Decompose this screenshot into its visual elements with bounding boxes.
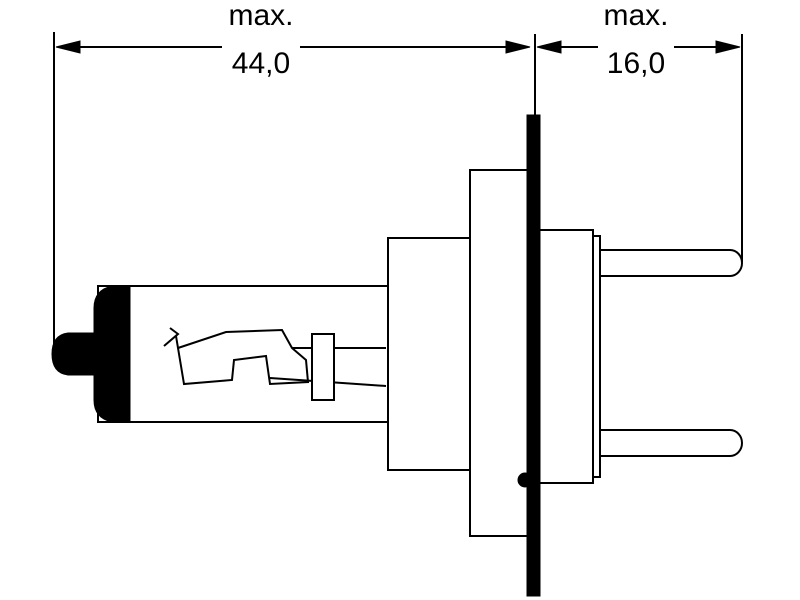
arrowhead-right: [505, 40, 531, 54]
dimension-pin-max-label: max.: [603, 0, 668, 32]
filament-hook: [163, 327, 180, 347]
filament-support-wire: [175, 328, 310, 386]
filament-assembly: [163, 327, 387, 401]
bulb-tip-nipple: [51, 332, 97, 376]
contact-pin-upper: [597, 249, 743, 277]
arrowhead-left: [55, 40, 81, 54]
bulb-tip-cap: [93, 285, 131, 423]
dimension-pin-value: 16,0: [607, 47, 665, 80]
filament-coil: [311, 333, 335, 401]
flange-plate: [526, 114, 541, 597]
dimension-overall-value: 44,0: [232, 47, 290, 80]
base-rear-plate: [536, 229, 594, 484]
bulb-envelope: [97, 285, 389, 423]
dimension-label-mask: [222, 30, 300, 68]
contact-pins: [597, 249, 743, 457]
flange-rivet: [517, 472, 533, 488]
dimension-pin-length: max. 16,0: [534, 0, 743, 262]
dimension-pin-label-mask: [598, 30, 674, 68]
lamp-base: [387, 114, 601, 597]
contact-pin-lower: [597, 429, 743, 457]
base-rear-rim: [592, 235, 601, 478]
dimension-overall-max-label: max.: [228, 0, 293, 32]
dimension-overall-length: max. 44,0: [53, 0, 531, 350]
glass-bulb: [51, 285, 389, 423]
arrowhead-pin-right: [715, 40, 741, 54]
base-collar: [387, 237, 473, 471]
arrowhead-pin-left: [536, 40, 562, 54]
